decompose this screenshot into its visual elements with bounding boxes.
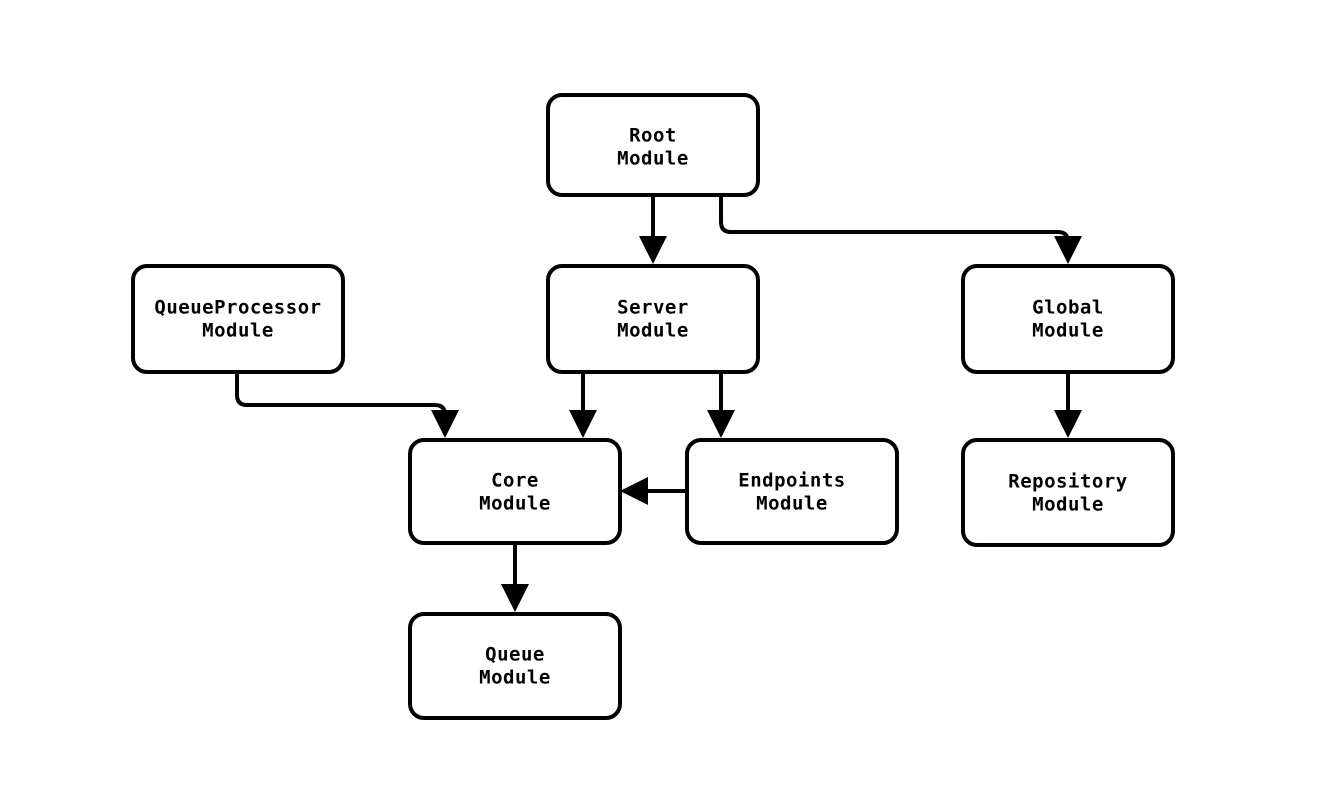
edge-endpoints-to-core <box>620 477 687 505</box>
node-global-module[interactable]: Global Module <box>961 264 1175 374</box>
node-box[interactable] <box>546 264 760 374</box>
node-label-line2: Module <box>1032 494 1104 516</box>
arrow-head-icon <box>1054 410 1082 438</box>
node-label-line2: Module <box>479 667 551 689</box>
edge-server-to-core <box>569 372 597 438</box>
node-queue-module[interactable]: Queue Module <box>408 612 622 720</box>
arrow-head-icon <box>431 410 459 438</box>
node-label-line2: Module <box>479 493 551 515</box>
node-root-module[interactable]: Root Module <box>546 93 760 197</box>
arrow-head-icon <box>1054 236 1082 264</box>
node-core-module[interactable]: Core Module <box>408 438 622 545</box>
node-label-line1: Global <box>1032 297 1104 319</box>
node-server-module[interactable]: Server Module <box>546 264 760 374</box>
node-label-line1: Endpoints <box>738 470 845 492</box>
edge-root-to-global <box>719 195 1082 264</box>
node-label-line2: Module <box>1032 320 1104 342</box>
arrow-head-icon <box>620 477 648 505</box>
node-label-line2: Module <box>617 320 689 342</box>
edge-line <box>719 195 1070 245</box>
node-box[interactable] <box>961 264 1175 374</box>
node-label-line1: QueueProcessor <box>154 297 321 319</box>
node-box[interactable] <box>131 264 345 374</box>
edge-root-to-server <box>639 195 667 264</box>
arrow-head-icon <box>639 236 667 264</box>
node-queueprocessor-module[interactable]: QueueProcessor Module <box>131 264 345 374</box>
node-label-line2: Module <box>617 148 689 170</box>
edge-queueprocessor-to-core <box>235 372 459 438</box>
node-label-line1: Core <box>491 470 539 492</box>
node-box[interactable] <box>408 438 622 545</box>
node-box[interactable] <box>546 93 760 197</box>
node-label-line2: Module <box>202 320 274 342</box>
node-label-line1: Root <box>629 125 677 147</box>
edge-server-to-endpoints <box>707 372 735 438</box>
arrow-head-icon <box>707 410 735 438</box>
node-box[interactable] <box>685 438 899 545</box>
edge-line <box>235 372 447 420</box>
node-endpoints-module[interactable]: Endpoints Module <box>685 438 899 545</box>
node-repository-module[interactable]: Repository Module <box>961 438 1175 547</box>
node-box[interactable] <box>408 612 622 720</box>
node-label-line1: Repository <box>1008 471 1127 493</box>
edge-core-to-queue <box>501 543 529 612</box>
arrow-head-icon <box>501 584 529 612</box>
node-label-line2: Module <box>756 493 828 515</box>
node-label-line1: Server <box>617 297 689 319</box>
node-label-line1: Queue <box>485 644 545 666</box>
arrow-head-icon <box>569 410 597 438</box>
edge-global-to-repository <box>1054 372 1082 438</box>
node-box[interactable] <box>961 438 1175 547</box>
